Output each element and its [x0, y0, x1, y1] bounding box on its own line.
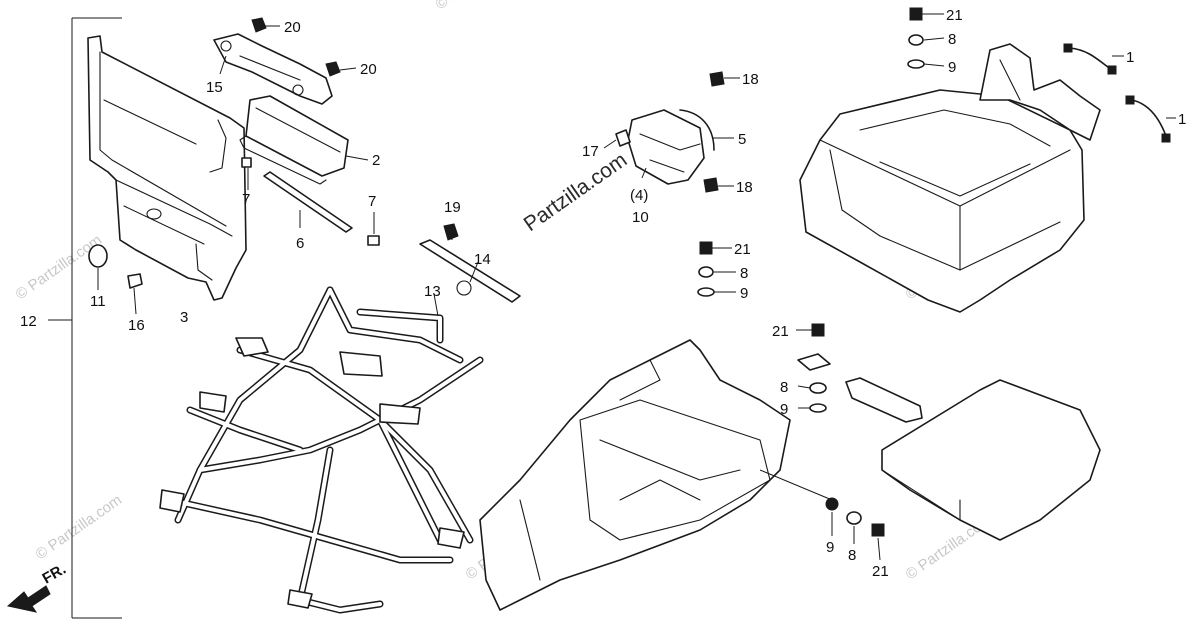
- callout-c18b: 18: [736, 179, 753, 196]
- callout-c15: 15: [206, 79, 223, 96]
- callout-c7a: 7: [242, 191, 250, 208]
- callout-c21d: 21: [872, 563, 889, 580]
- callout-c1a: 1: [1126, 49, 1134, 66]
- part-13-frame: [159, 286, 484, 614]
- callout-c6: 6: [296, 235, 304, 252]
- side-cover: [479, 339, 791, 611]
- part-6-strip: [263, 171, 353, 233]
- callout-c17: 17: [582, 143, 599, 160]
- part-2-lamp: [239, 95, 349, 185]
- bracket-small: [845, 377, 923, 423]
- callout-c2: 2: [372, 152, 380, 169]
- callout-c20a: 20: [284, 19, 301, 36]
- callout-c8d: 8: [848, 547, 856, 564]
- part-16-bolt: [127, 273, 143, 289]
- callout-c9c: 9: [780, 401, 788, 418]
- callout-c7b: 7: [368, 193, 376, 210]
- fastener-stack-right: [797, 323, 831, 413]
- part-3-inner-cover: [87, 35, 247, 301]
- fastener-stack-bottom: [825, 497, 885, 537]
- watermark: © Partzilla.com: [433, 0, 526, 13]
- watermark-main: Partzilla.com: [520, 148, 632, 236]
- callout-c20b: 20: [360, 61, 377, 78]
- leaders: [97, 13, 1176, 561]
- part-19-bolt: [443, 223, 459, 241]
- fastener-stack-mid: [697, 241, 715, 297]
- part-11-cap: [88, 244, 108, 268]
- part-5-hose: [679, 109, 715, 151]
- callout-c19: 19: [444, 199, 461, 216]
- callout-c8a: 8: [740, 265, 748, 282]
- callout-c16: 16: [128, 317, 145, 334]
- part-18-grommets: [703, 71, 725, 193]
- lid-panel: [881, 379, 1101, 541]
- part-20-bolts: [251, 17, 341, 77]
- fastener-stack-top: [907, 7, 925, 69]
- callout-c12: 12: [20, 313, 37, 330]
- callout-c8c: 8: [780, 379, 788, 396]
- callout-c13: 13: [424, 283, 441, 300]
- callout-c9a: 9: [740, 285, 748, 302]
- group-bracket-12: [48, 17, 122, 619]
- part-7-clips: [241, 157, 380, 246]
- watermark: © Partzilla.com: [33, 491, 126, 563]
- callout-c9b: 9: [948, 59, 956, 76]
- part-14-stay: [419, 239, 521, 303]
- part-10-box: [627, 109, 705, 185]
- callout-c21a: 21: [734, 241, 751, 258]
- callout-c10: 10: [632, 209, 649, 226]
- callout-c18a: 18: [742, 71, 759, 88]
- trunk-box: [799, 43, 1101, 313]
- callout-c14: 14: [474, 251, 491, 268]
- callout-c4: (4): [630, 187, 648, 204]
- callout-c5: 5: [738, 131, 746, 148]
- callout-c11: 11: [90, 293, 106, 310]
- front-arrow: FR.: [6, 561, 69, 613]
- callout-c8b: 8: [948, 31, 956, 48]
- callout-c21c: 21: [772, 323, 789, 340]
- front-marker-label: FR.: [40, 561, 69, 588]
- callout-c1b: 1: [1178, 111, 1186, 128]
- part-15-bracket: [213, 33, 333, 105]
- callout-c9d: 9: [826, 539, 834, 556]
- part-17-clip: [615, 129, 631, 147]
- callout-c3: 3: [180, 309, 188, 326]
- part-1-harness: [1063, 43, 1171, 143]
- callout-c21b: 21: [946, 7, 963, 24]
